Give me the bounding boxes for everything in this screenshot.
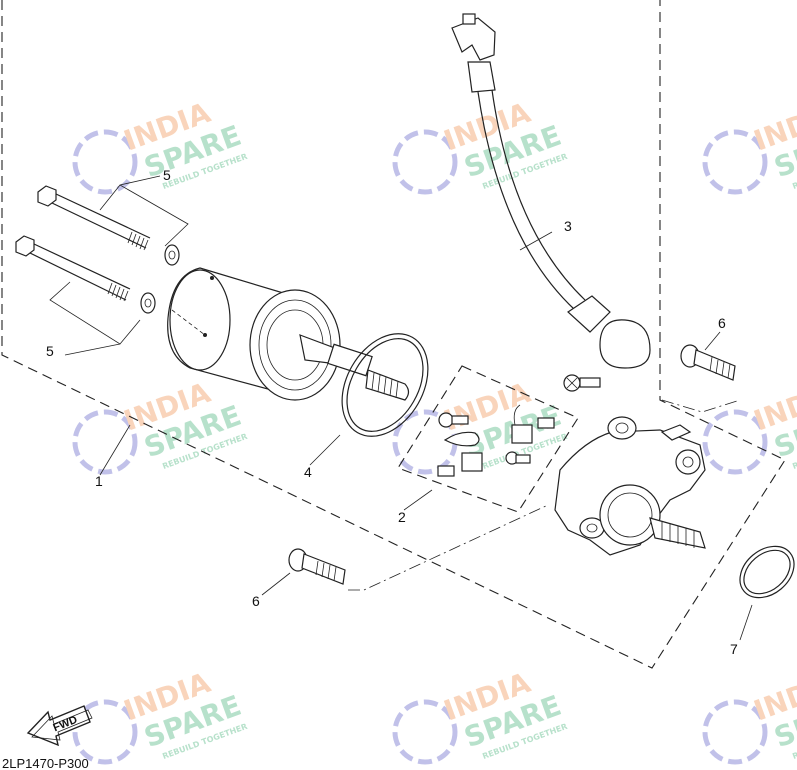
cable-lead-3 xyxy=(451,13,651,369)
wrench-logo-icon xyxy=(702,699,768,765)
o-ring-4 xyxy=(341,333,429,437)
bolt-6-right xyxy=(680,344,736,381)
diagram-code: 2LP1470-P300 xyxy=(2,756,89,770)
bolt-5-upper xyxy=(37,185,180,266)
brush-set-2 xyxy=(437,374,601,477)
assembly-outline xyxy=(1,0,786,669)
fwd-arrow-icon: FWD xyxy=(26,705,93,747)
bolt-5-lower xyxy=(15,235,156,314)
bolt-5-callout-lines xyxy=(49,175,189,356)
wrench-logo-icon xyxy=(702,409,768,475)
callout-1: 1 xyxy=(95,473,103,489)
wrench-logo-icon xyxy=(72,699,138,765)
callout-4: 4 xyxy=(304,464,312,480)
wrench-logo-icon xyxy=(72,129,138,195)
callout-2: 2 xyxy=(398,509,406,525)
screw-top xyxy=(563,374,601,392)
callout-6-right: 6 xyxy=(718,315,726,331)
wrench-logo-icon xyxy=(392,699,458,765)
callout-3: 3 xyxy=(564,218,572,234)
wrench-logo-icon xyxy=(72,409,138,475)
callout-7: 7 xyxy=(730,641,738,657)
bolt-6-left xyxy=(288,548,346,585)
o-ring-7 xyxy=(739,545,795,599)
brush-set-outline xyxy=(397,365,579,513)
callout-leaders xyxy=(99,231,753,641)
leader-lines xyxy=(348,399,741,591)
wrench-logo-icon xyxy=(702,129,768,195)
callout-6-left: 6 xyxy=(252,593,260,609)
motor-shaft xyxy=(365,369,410,401)
callout-5-upper: 5 xyxy=(163,167,171,183)
starter-end-cover xyxy=(554,416,706,556)
wrench-logo-icon xyxy=(392,129,458,195)
callout-5-lower: 5 xyxy=(46,343,54,359)
starter-motor xyxy=(167,267,410,401)
callout-numbers: 1 2 3 4 5 5 6 6 7 xyxy=(46,167,738,657)
